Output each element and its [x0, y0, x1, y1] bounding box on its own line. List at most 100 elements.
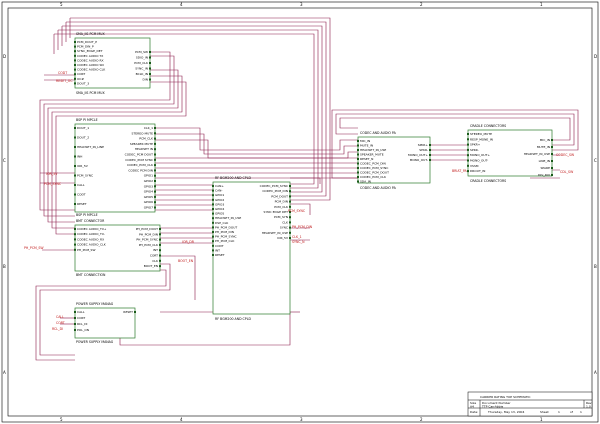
pin-marker [551, 146, 553, 148]
pin-marker [74, 45, 76, 48]
pin-label: DOUT_1 [77, 126, 89, 130]
pin-label: POL_ON [77, 328, 89, 332]
block-sma-pcm-mux: SMA_IIS PCM MUX SMA_IIS PCM MUX PCM_DOUT… [74, 32, 151, 95]
pin-marker [467, 133, 469, 135]
net-label: BRIAT_PA [452, 169, 468, 173]
rev-value: 1.0 [586, 405, 591, 409]
column-labels: 5 4 3 2 1 5 4 3 2 1 [60, 2, 543, 422]
pin-label: INT [215, 248, 220, 252]
pin-marker [212, 254, 214, 256]
pin-marker [154, 148, 156, 151]
pin-label: PH_PCM_SYNC [215, 235, 237, 239]
pin-marker [74, 248, 76, 251]
block-cradle-connectors: CRADLE CONNECTORS CRADLE CONNECTORS STER… [467, 124, 553, 183]
pin-label: PCM_SW [135, 50, 148, 54]
sheet-value: 1 [558, 410, 560, 414]
pin-marker [159, 228, 161, 230]
pin-marker [154, 164, 156, 167]
pin-label: LINE_IN [539, 159, 550, 163]
pin-marker [154, 180, 156, 182]
pin-marker [289, 205, 291, 208]
pin-label: PCM_DIN_P [77, 45, 94, 49]
pin-marker [74, 311, 76, 313]
pin-label: GPIO4 [215, 207, 224, 211]
pin-label: SPKR- [419, 148, 428, 152]
col-label: 3 [300, 2, 303, 7]
pin-marker [212, 244, 214, 247]
pin-marker [357, 158, 359, 160]
net-label: IOR_5V [46, 172, 58, 176]
pin-label: PCM_DOUT [271, 194, 288, 198]
pin-marker [74, 203, 76, 205]
block-title: RF BGM200 AND CPLD [215, 176, 251, 180]
title-block: CARRIER RATING TOP SCHEMATIC Size A4 Doc… [467, 391, 593, 417]
pin-marker [212, 217, 214, 220]
pin-marker [159, 249, 161, 252]
pin-marker [289, 211, 291, 213]
block-codec-audio-pa: CODEC AND AUDIO PA CODEC AND AUDIO PA MI… [357, 131, 431, 190]
pin-marker [154, 132, 156, 135]
sheet-title: CARRIER RATING TOP SCHEMATIC [480, 395, 530, 399]
pin-label: CODEC_PCM_DIN [262, 189, 288, 193]
pin-label: GPIO6 [144, 200, 153, 204]
col-label: 3 [300, 417, 303, 422]
pin-marker [74, 155, 76, 158]
pin-marker [357, 171, 359, 174]
pin-label: CODEC_PCM SYNC [125, 158, 153, 162]
pin-label: CALL [77, 183, 85, 187]
pin-marker [154, 127, 156, 129]
pin-marker [212, 212, 214, 215]
pin-marker [429, 149, 431, 151]
pin-marker [212, 235, 214, 238]
pin-label: CAN- [215, 189, 222, 193]
pin-marker [74, 59, 76, 62]
date-value: Thursday, May 13, 2004 [487, 410, 524, 414]
pin-label: CODT [77, 193, 86, 197]
pin-marker [357, 153, 359, 156]
pin-marker [154, 142, 156, 145]
pin-label: GPIO2 [144, 179, 153, 183]
pin-label: RESET [77, 202, 87, 206]
pin-label: CODT [215, 244, 224, 248]
pin-label: SPEAKER MUTE [130, 142, 153, 146]
pin-marker [159, 233, 161, 236]
pin-label: PCM_CLK [134, 61, 149, 65]
net-label: RESET_OC [56, 79, 73, 83]
pin-marker [154, 206, 156, 209]
pin-label: SYNC_IN [135, 67, 148, 71]
pin-marker [74, 193, 76, 196]
block-power-supply: POWER SUPPLY MANAG POWER SUPPLY MANAG CA… [74, 302, 136, 344]
pin-marker [159, 259, 161, 262]
pin-marker [212, 189, 214, 192]
pin-label: GPIO5 [144, 195, 153, 199]
pin-label: CODEC AUDIO SN [77, 63, 104, 67]
pin-label: CODEC AUDIO CLK [77, 68, 106, 72]
pin-marker [74, 165, 76, 167]
pin-label: PH_PCM_DOUT [215, 225, 237, 229]
pin-marker [357, 176, 359, 178]
block-title: BSP PI MPCLE [76, 213, 98, 217]
pin-label: CODEC_PCM DOUT [125, 153, 154, 157]
pin-label: CAN+ [215, 184, 224, 188]
pin-label: PCM_DOUT_P [77, 40, 97, 44]
net-label: CODEC_SW [556, 153, 575, 157]
pin-marker [74, 82, 76, 85]
pin-label: DSP_CLK [215, 221, 229, 225]
pin-marker [467, 170, 469, 173]
pin-label: GPIO2 [215, 198, 224, 202]
pin-marker [212, 249, 214, 252]
of-value: 1 [580, 410, 582, 414]
pin-marker [289, 237, 291, 239]
pin-label: CORT [150, 254, 158, 258]
pin-marker [74, 54, 76, 57]
block-title: POWER SUPPLY MANAG [76, 340, 114, 344]
pin-label: MUTE_IN [360, 144, 373, 148]
size-label: Size [470, 401, 476, 405]
pin-marker [74, 73, 76, 76]
pin-label: GPIO3 [215, 202, 224, 206]
pin-marker [212, 226, 214, 229]
pin-marker [357, 180, 359, 183]
pin-label: CODEC AUDIO_TX+ [77, 227, 107, 231]
block-title: CODEC AND AUDIO PA [360, 131, 397, 135]
